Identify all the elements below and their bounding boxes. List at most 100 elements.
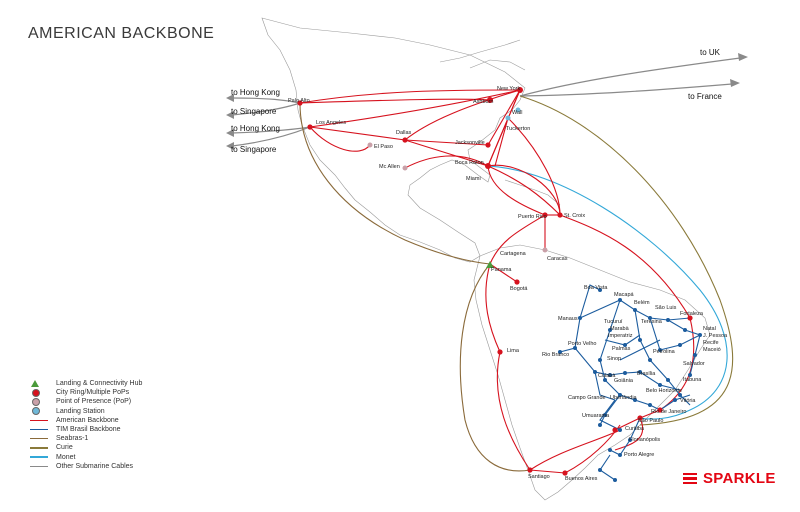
legend-item-other-cables: Other Submarine Cables	[30, 462, 142, 471]
city-brasilia: Brasília	[637, 371, 656, 377]
city-maceio: Maceió	[703, 347, 721, 353]
legend-item-seabras: Seabras-1	[30, 434, 142, 443]
city-sao-paulo: São Paulo	[638, 418, 663, 424]
city-belo-horizonte: Belo Horizonte	[646, 388, 682, 394]
legend-item-monet: Monet	[30, 453, 142, 462]
legend-item-tim-brasil: TIM Brasil Backbone	[30, 425, 142, 434]
dest-to-uk: to UK	[700, 48, 721, 57]
map-legend: Landing & Connectivity Hub City Ring/Mul…	[30, 379, 142, 471]
city-j-pessoa: J. Pessoa	[703, 333, 728, 339]
city-jacksonville: Jacksonville	[455, 140, 485, 146]
red-dot-icon	[32, 388, 40, 397]
city-santiago: Santiago	[528, 474, 550, 480]
city-florianopolis: Florianópolis	[629, 437, 660, 443]
city-porto-alegre: Porto Alegre	[624, 452, 654, 458]
other-submarine-cables	[231, 57, 741, 147]
city-tucurui: Tucuruí	[604, 319, 623, 325]
city-bogota: Bogotá	[510, 286, 528, 292]
legend-item-hub: Landing & Connectivity Hub	[30, 379, 142, 388]
light-blue-line-icon	[30, 456, 48, 458]
curie-cable	[299, 102, 531, 472]
city-boa-vista: Boa Vista	[584, 285, 608, 291]
arrow-to-singapore-1	[226, 111, 234, 119]
city-palo-alto: Palo Alto	[288, 98, 310, 104]
blue-dot-icon	[32, 407, 40, 416]
city-umuarama: Umuarama	[582, 413, 610, 419]
city-porto-velho: Porto Velho	[568, 341, 596, 347]
city-belem: Belém	[634, 300, 650, 306]
monet-cable	[487, 165, 728, 420]
arrow-to-singapore-2	[226, 142, 234, 150]
olive-line-icon	[30, 447, 48, 449]
city-mc-allen: Mc Allen	[379, 164, 400, 170]
american-backbone	[299, 89, 695, 474]
city-tuckerton: Tuckerton	[506, 126, 530, 132]
legend-item-american-backbone: American Backbone	[30, 416, 142, 425]
brown-line-icon	[30, 438, 48, 440]
city-uberlandia: Uberlândia	[610, 395, 638, 401]
city-natal: Natal	[703, 326, 716, 332]
city-puerto-rico: Puerto Rico	[518, 214, 547, 220]
seabras-cable	[519, 95, 734, 426]
legend-item-curie: Curie	[30, 443, 142, 452]
city-miami: Miami	[466, 176, 481, 182]
dest-to-hong-kong-2: to Hong Kong	[231, 124, 280, 133]
city-fortaleza: Fortaleza	[680, 311, 704, 317]
legend-item-landing: Landing Station	[30, 407, 142, 416]
sparkle-logo: SPARKLE	[683, 470, 776, 487]
gray-line-icon	[30, 465, 48, 467]
arrow-to-france	[730, 79, 740, 87]
city-cartagena: Cartagena	[500, 251, 527, 257]
tim-brasil-nodes	[558, 288, 702, 482]
sparkle-logo-text: SPARKLE	[703, 470, 776, 487]
dest-to-singapore-2: to Singapore	[231, 145, 277, 154]
city-st-croix: St. Croix	[564, 213, 585, 219]
triangle-icon	[31, 380, 39, 388]
city-rio-branco: Rio Branco	[542, 352, 569, 358]
city-curitiba: Curitiba	[625, 426, 645, 432]
city-panama: Panama	[491, 267, 512, 273]
city-caracas: Caracas	[547, 256, 568, 262]
city-sao-luis: São Luis	[655, 305, 677, 311]
pop-nodes	[367, 142, 548, 253]
city-teresina: Teresina	[641, 319, 663, 325]
arrow-to-hong-kong-2	[226, 129, 234, 137]
city-maraba: Marabà	[610, 326, 630, 332]
continent-outlines	[261, 17, 711, 501]
city-el-paso: El Paso	[374, 144, 393, 150]
city-rio-de-janeiro: Rio de Janeiro	[651, 409, 686, 415]
city-buenos-aires: Buenos Aires	[565, 476, 598, 482]
city-new-york: New York	[497, 86, 520, 92]
red-line-icon	[30, 419, 48, 421]
dest-to-singapore-1: to Singapore	[231, 107, 277, 116]
city-goiania: Goiânia	[614, 378, 634, 384]
landing-nodes	[505, 107, 521, 121]
city-recife: Recife	[703, 340, 719, 346]
sparkle-logo-icon	[683, 472, 697, 485]
dest-to-hong-kong-1: to Hong Kong	[231, 88, 280, 97]
city-los-angeles: Los Angeles	[316, 120, 346, 126]
dark-blue-line-icon	[30, 428, 48, 431]
city-salvador: Salvador	[683, 361, 705, 367]
city-lima: Lima	[507, 348, 520, 354]
city-ashburn: Ashburn	[473, 99, 494, 105]
city-cuiaba: Cuiabà	[598, 373, 616, 379]
city-manaus: Manaus	[558, 316, 578, 322]
city-labels: New York Ashburn Wall Tuckerton Palo Alt…	[288, 86, 728, 482]
city-imperatriz: Imperatriz	[608, 333, 633, 339]
city-sinop: Sinop	[607, 356, 621, 362]
city-campo-grande: Campo Grande	[568, 395, 606, 401]
dest-to-france: to France	[688, 92, 722, 101]
city-macapa: Macapá	[614, 292, 635, 298]
city-petrolina: Petrolina	[653, 349, 676, 355]
city-dallas: Dallas	[396, 130, 412, 136]
pink-dot-icon	[32, 397, 40, 406]
city-ring-nodes	[297, 87, 693, 476]
page-title: AMERICAN BACKBONE	[28, 25, 215, 42]
city-boca-raton: Boca Raton	[455, 160, 484, 166]
city-vitoria: Vitória	[680, 398, 696, 404]
arrow-to-uk	[738, 53, 748, 61]
city-itabuna: Itabuna	[683, 377, 702, 383]
city-wall: Wall	[512, 110, 523, 116]
